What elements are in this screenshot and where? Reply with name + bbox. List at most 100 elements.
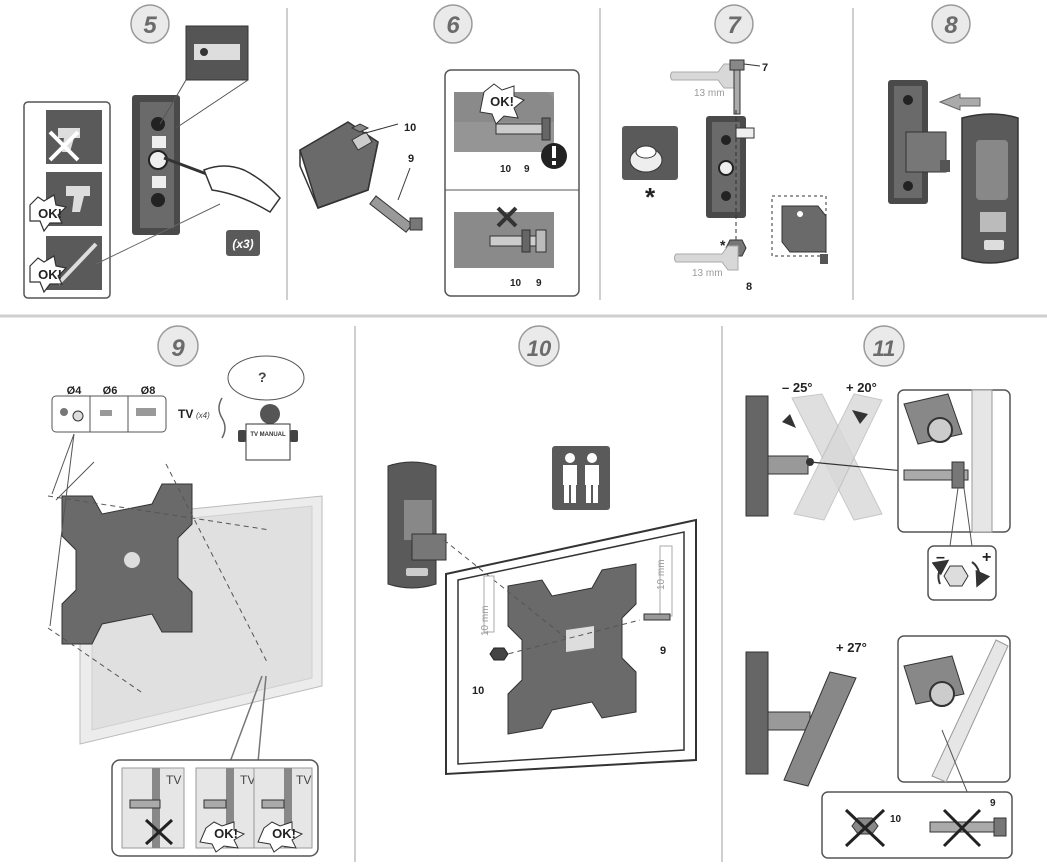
step-badge-7: 7	[714, 4, 754, 44]
swivel-right-angle: + 20°	[846, 380, 877, 395]
tv-label-3: TV	[296, 773, 311, 787]
wall-arm-10	[387, 461, 447, 589]
two-person-icon	[552, 446, 610, 510]
step-badge-11: 11	[863, 325, 905, 367]
screw-too-long: TV	[121, 767, 185, 849]
callout-7: 7	[762, 62, 768, 74]
step5-panel: OK! OK!	[23, 25, 281, 299]
step7-panel: 13 mm 7 *	[622, 59, 828, 293]
swivel-diagram: – 25° + 20°	[745, 380, 959, 521]
step11-panel: – 25° + 20° – + + 27°	[745, 380, 1013, 859]
screw-correct-1: TV OK!	[195, 767, 259, 853]
wrench-bottom: 13 mm	[674, 245, 739, 279]
drill-ok-icon: OK!	[29, 172, 102, 233]
note-star: *	[645, 182, 656, 212]
correct-assembly: OK! 10 9	[454, 83, 567, 175]
tv-label-1: TV	[166, 773, 181, 787]
push-arrow	[938, 93, 981, 111]
screwdriver-ok-icon: OK!	[29, 236, 102, 294]
step-number-8: 8	[944, 12, 958, 39]
wrench-size-right: 10 mm	[656, 559, 667, 590]
wrench-size-top: 13 mm	[694, 88, 725, 99]
tv-manual-reader: ? TV MANUAL	[227, 355, 305, 461]
wrench-size-bottom: 13 mm	[692, 268, 723, 279]
loosen-symbol: –	[936, 549, 945, 566]
tv-screw-label: TV	[178, 407, 193, 421]
cap-nut-icon: *	[622, 126, 678, 212]
panel-dividers	[0, 8, 1047, 862]
callout-10-incorrect: 10	[510, 278, 522, 289]
tension-adjust-icon: – +	[927, 545, 997, 601]
swivel-left-angle: – 25°	[782, 380, 813, 395]
callout-10-correct: 10	[500, 164, 512, 175]
step-number-11: 11	[873, 336, 896, 361]
ok-label-drill: OK!	[38, 206, 62, 221]
callout-10-11: 10	[890, 814, 902, 825]
vesa-plate	[61, 483, 193, 645]
step-number-5: 5	[143, 12, 157, 39]
vesa-plate-10	[507, 563, 637, 735]
screw-correct-2: TV OK!	[253, 767, 313, 853]
size-label-6: Ø6	[103, 385, 118, 397]
ok-label: OK!	[490, 94, 514, 109]
note-star-small: *	[720, 237, 726, 253]
size-label-4: Ø4	[67, 385, 83, 397]
tighten-symbol: +	[982, 549, 991, 566]
step-badge-9: 9	[157, 325, 199, 367]
step6-panel: 10 9 OK! 10 9	[299, 69, 580, 297]
step-number-9: 9	[171, 335, 185, 362]
hand-screwdriver	[95, 156, 281, 265]
wrench-left-10: 10 mm	[480, 575, 495, 636]
drill-crossed-icon	[46, 110, 102, 164]
step-badge-5: 5	[130, 4, 170, 44]
quantity-badge: (x3)	[226, 230, 260, 256]
manual-label: TV MANUAL	[250, 432, 286, 438]
wrench-size-left: 10 mm	[480, 605, 491, 636]
step-number-10: 10	[527, 336, 552, 361]
screw-depth-inset: TV TV OK! TV OK!	[111, 759, 319, 857]
question-mark: ?	[258, 369, 267, 385]
swivel-tension-inset	[897, 389, 1011, 547]
step-number-7: 7	[727, 12, 742, 39]
spacer-block	[299, 121, 379, 209]
tilt-tension-inset	[897, 635, 1011, 795]
tv-label-2: TV	[240, 773, 255, 787]
callout-8: 8	[746, 281, 752, 293]
screw-guides	[47, 433, 271, 695]
tilt-angle: + 27°	[836, 640, 867, 655]
wrench-top: 13 mm	[670, 63, 735, 99]
callout-9-10: 9	[660, 645, 666, 657]
callout-10: 10	[404, 122, 416, 134]
wall-bracket	[132, 95, 180, 235]
spacer-parts-excluded: 10 9	[821, 791, 1013, 859]
callout-10-10: 10	[472, 685, 484, 697]
incorrect-assembly: 10 9	[454, 206, 554, 289]
bolt-7: 7	[729, 59, 768, 115]
callout-9-incorrect: 9	[536, 278, 542, 289]
tilt-diagram: + 27°	[745, 640, 867, 787]
callout-9: 9	[408, 153, 414, 165]
step8-panel	[888, 80, 1019, 264]
step-badge-6: 6	[433, 4, 473, 44]
size-label-8: Ø8	[141, 385, 156, 397]
callout-9-correct: 9	[524, 164, 530, 175]
detail-inset	[159, 25, 249, 129]
quantity-label: (x3)	[232, 237, 253, 251]
step-badge-10: 10	[518, 325, 560, 367]
wall-bracket-7	[706, 116, 755, 218]
step-badge-8: 8	[931, 4, 971, 44]
step-number-6: 6	[446, 12, 460, 39]
screw-chart: Ø4 Ø6 Ø8	[51, 385, 167, 433]
ok-label-screw-2: OK!	[272, 826, 296, 841]
bolt	[369, 195, 423, 233]
step9-panel: Ø4 Ø6 Ø8 TV (x4) ? TV MANUAL	[47, 355, 323, 857]
spacer-block-7	[771, 195, 828, 264]
step10-panel: 10 mm 10 mm 9 10	[387, 446, 697, 776]
ok-label-screw-1: OK!	[214, 826, 238, 841]
ok-label-screwdriver: OK!	[38, 267, 62, 282]
wall-bracket-8	[888, 80, 950, 204]
callout-9-11: 9	[990, 798, 996, 809]
tv-screw-count: (x4)	[196, 411, 210, 420]
arm-cover	[961, 113, 1019, 264]
